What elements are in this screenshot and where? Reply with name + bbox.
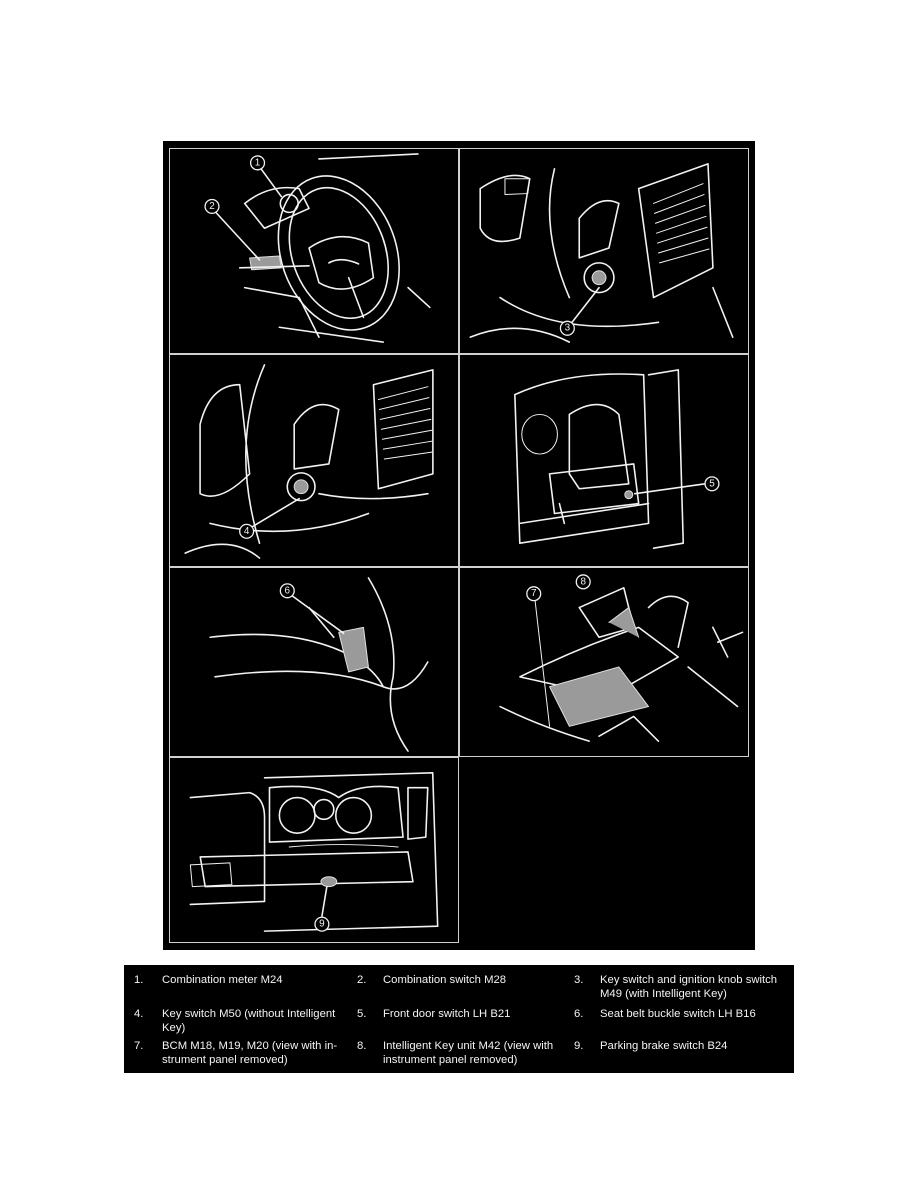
instrument-panel-removed-illustration — [499, 586, 744, 742]
legend-description-line-1: Parking brake switch B24 — [600, 1040, 728, 1052]
callout-8: 8 — [575, 574, 591, 590]
legend-number: 7. — [134, 1040, 144, 1052]
svg-text:6: 6 — [285, 585, 291, 596]
callout-7: 7 — [526, 586, 542, 602]
svg-text:7: 7 — [531, 588, 537, 599]
legend-number: 3. — [574, 974, 584, 986]
legend-number: 6. — [574, 1008, 584, 1020]
callout-3: 3 — [559, 320, 575, 336]
legend-description-line-1: Key switch M50 (without Intelligent — [162, 1008, 336, 1020]
view-seat-belt-buckle-switch: 6 — [169, 567, 459, 757]
view-parking-brake-switch: 9 — [169, 757, 459, 943]
ignition-knob-illustration — [469, 163, 734, 343]
legend-description-line-1: Key switch and ignition knob switch — [600, 974, 778, 986]
legend-description-line-2: Key) — [162, 1022, 186, 1034]
callout-6: 6 — [279, 583, 295, 599]
legend-description: Combination meter M24 — [162, 973, 352, 987]
svg-text:8: 8 — [580, 576, 586, 587]
legend-description-line-1: Intelligent Key unit M42 (view with — [383, 1040, 554, 1052]
legend-table: 1. Combination meter M24 2. Combination swi… — [124, 965, 794, 1073]
door-opening-illustration — [514, 369, 706, 549]
legend-description-line-1: Front door switch LH B21 — [383, 1008, 511, 1020]
callout-4: 4 — [239, 523, 255, 539]
legend-description: Front door switch LH B21 — [383, 1007, 573, 1021]
svg-text:4: 4 — [244, 526, 250, 537]
legend-description-line-2: instrument panel removed) — [383, 1054, 518, 1066]
legend-description: Combination switch M28 — [383, 973, 573, 987]
legend-description-line-1: BCM M18, M19, M20 (view with in- — [162, 1040, 338, 1052]
callout-1: 1 — [249, 155, 266, 171]
center-console-illustration — [189, 772, 439, 932]
component-location-figure: 1 2 3 — [163, 141, 755, 950]
legend-description: Intelligent Key unit M42 (view with instr… — [383, 1039, 573, 1067]
svg-text:3: 3 — [565, 323, 571, 334]
legend-number: 4. — [134, 1008, 144, 1020]
legend-description: Seat belt buckle switch LH B16 — [600, 1007, 790, 1021]
svg-text:1: 1 — [255, 157, 261, 168]
view-bcm-and-intelligent-key-unit: 7 8 — [459, 567, 749, 757]
legend-number: 9. — [574, 1040, 584, 1052]
view-key-switch-m50: 4 — [169, 354, 459, 567]
legend-number: 5. — [357, 1008, 367, 1020]
key-switch-illustration — [184, 364, 434, 559]
legend-number: 1. — [134, 974, 144, 986]
seat-belt-buckle-illustration — [209, 577, 429, 752]
legend-number: 2. — [357, 974, 367, 986]
view-front-door-switch: 5 — [459, 354, 749, 567]
legend-description-line-2: strument panel removed) — [162, 1054, 288, 1066]
legend-description: Parking brake switch B24 — [600, 1039, 790, 1053]
steering-wheel-illustration — [213, 153, 431, 343]
callout-9: 9 — [314, 916, 330, 932]
callout-5: 5 — [704, 476, 720, 492]
legend-description-line-1: Seat belt buckle switch LH B16 — [600, 1008, 756, 1020]
legend-description-line-2: M49 (with Intelligent Key) — [600, 988, 727, 1000]
svg-text:9: 9 — [319, 919, 325, 930]
legend-description: BCM M18, M19, M20 (view with in-strument… — [162, 1039, 352, 1067]
legend-description-line-1: Combination meter M24 — [162, 974, 283, 986]
svg-text:2: 2 — [209, 201, 215, 212]
svg-text:5: 5 — [709, 478, 715, 489]
callout-2: 2 — [204, 198, 220, 215]
view-combination-meter-and-switch: 1 2 — [169, 148, 459, 354]
legend-description-line-1: Combination switch M28 — [383, 974, 507, 986]
view-key-switch-ignition-knob: 3 — [459, 148, 749, 354]
legend-number: 8. — [357, 1040, 367, 1052]
